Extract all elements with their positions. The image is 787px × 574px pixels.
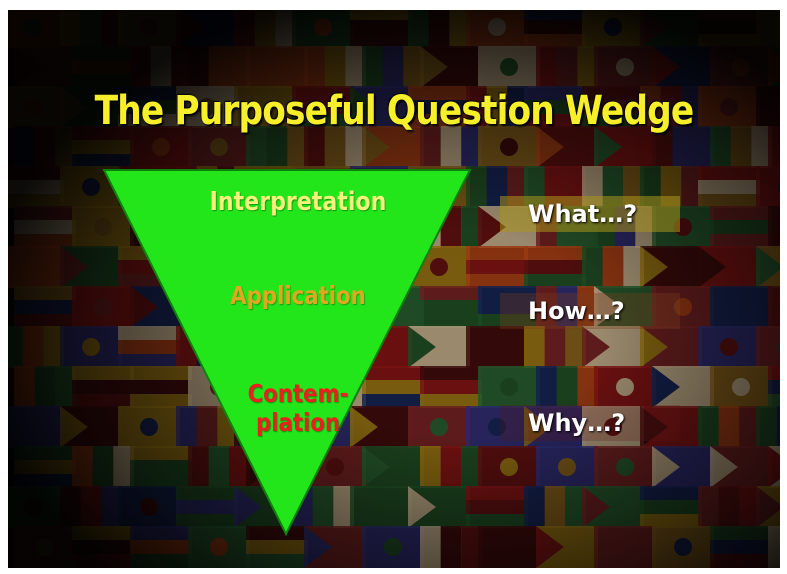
wedge-level-contemplation-line: plation: [255, 407, 340, 437]
wedge-level-interpretation: Interpretation: [209, 187, 387, 217]
question-why: Why…?: [500, 405, 680, 441]
question-how: How…?: [500, 293, 680, 329]
wedge-level-application: Application: [230, 281, 366, 310]
slide-title: The Purposeful Question Wedge: [94, 88, 695, 134]
wedge-level-contemplation: Contem-plation: [222, 379, 375, 438]
wedge-level-contemplation-line: Contem-: [247, 379, 349, 408]
wedge-triangle: [102, 169, 472, 537]
slide: The Purposeful Question Wedge Interpreta…: [8, 10, 780, 568]
question-wedge: [102, 169, 472, 537]
question-what: What…?: [500, 196, 680, 232]
